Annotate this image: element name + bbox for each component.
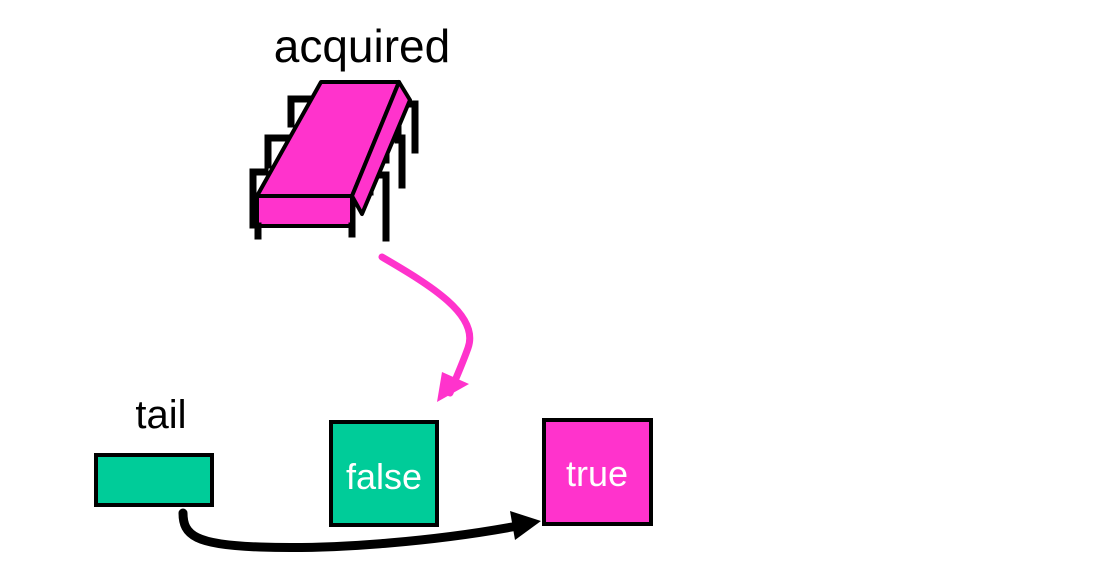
true-node-box	[542, 418, 653, 526]
tail-pointer-arrowhead	[510, 511, 541, 540]
false-node-box	[329, 420, 439, 527]
acquired-pointer-arrow	[378, 253, 474, 397]
false-node-label: false	[346, 456, 422, 497]
acquired-pointer-arrowhead	[437, 372, 469, 402]
processor-chip-icon	[249, 80, 419, 242]
tail-box	[94, 453, 214, 507]
true-node-label: true	[566, 453, 628, 494]
tail-label: tail	[135, 393, 186, 437]
acquired-label: acquired	[274, 20, 450, 72]
tail-pointer-arrow	[178, 508, 517, 553]
